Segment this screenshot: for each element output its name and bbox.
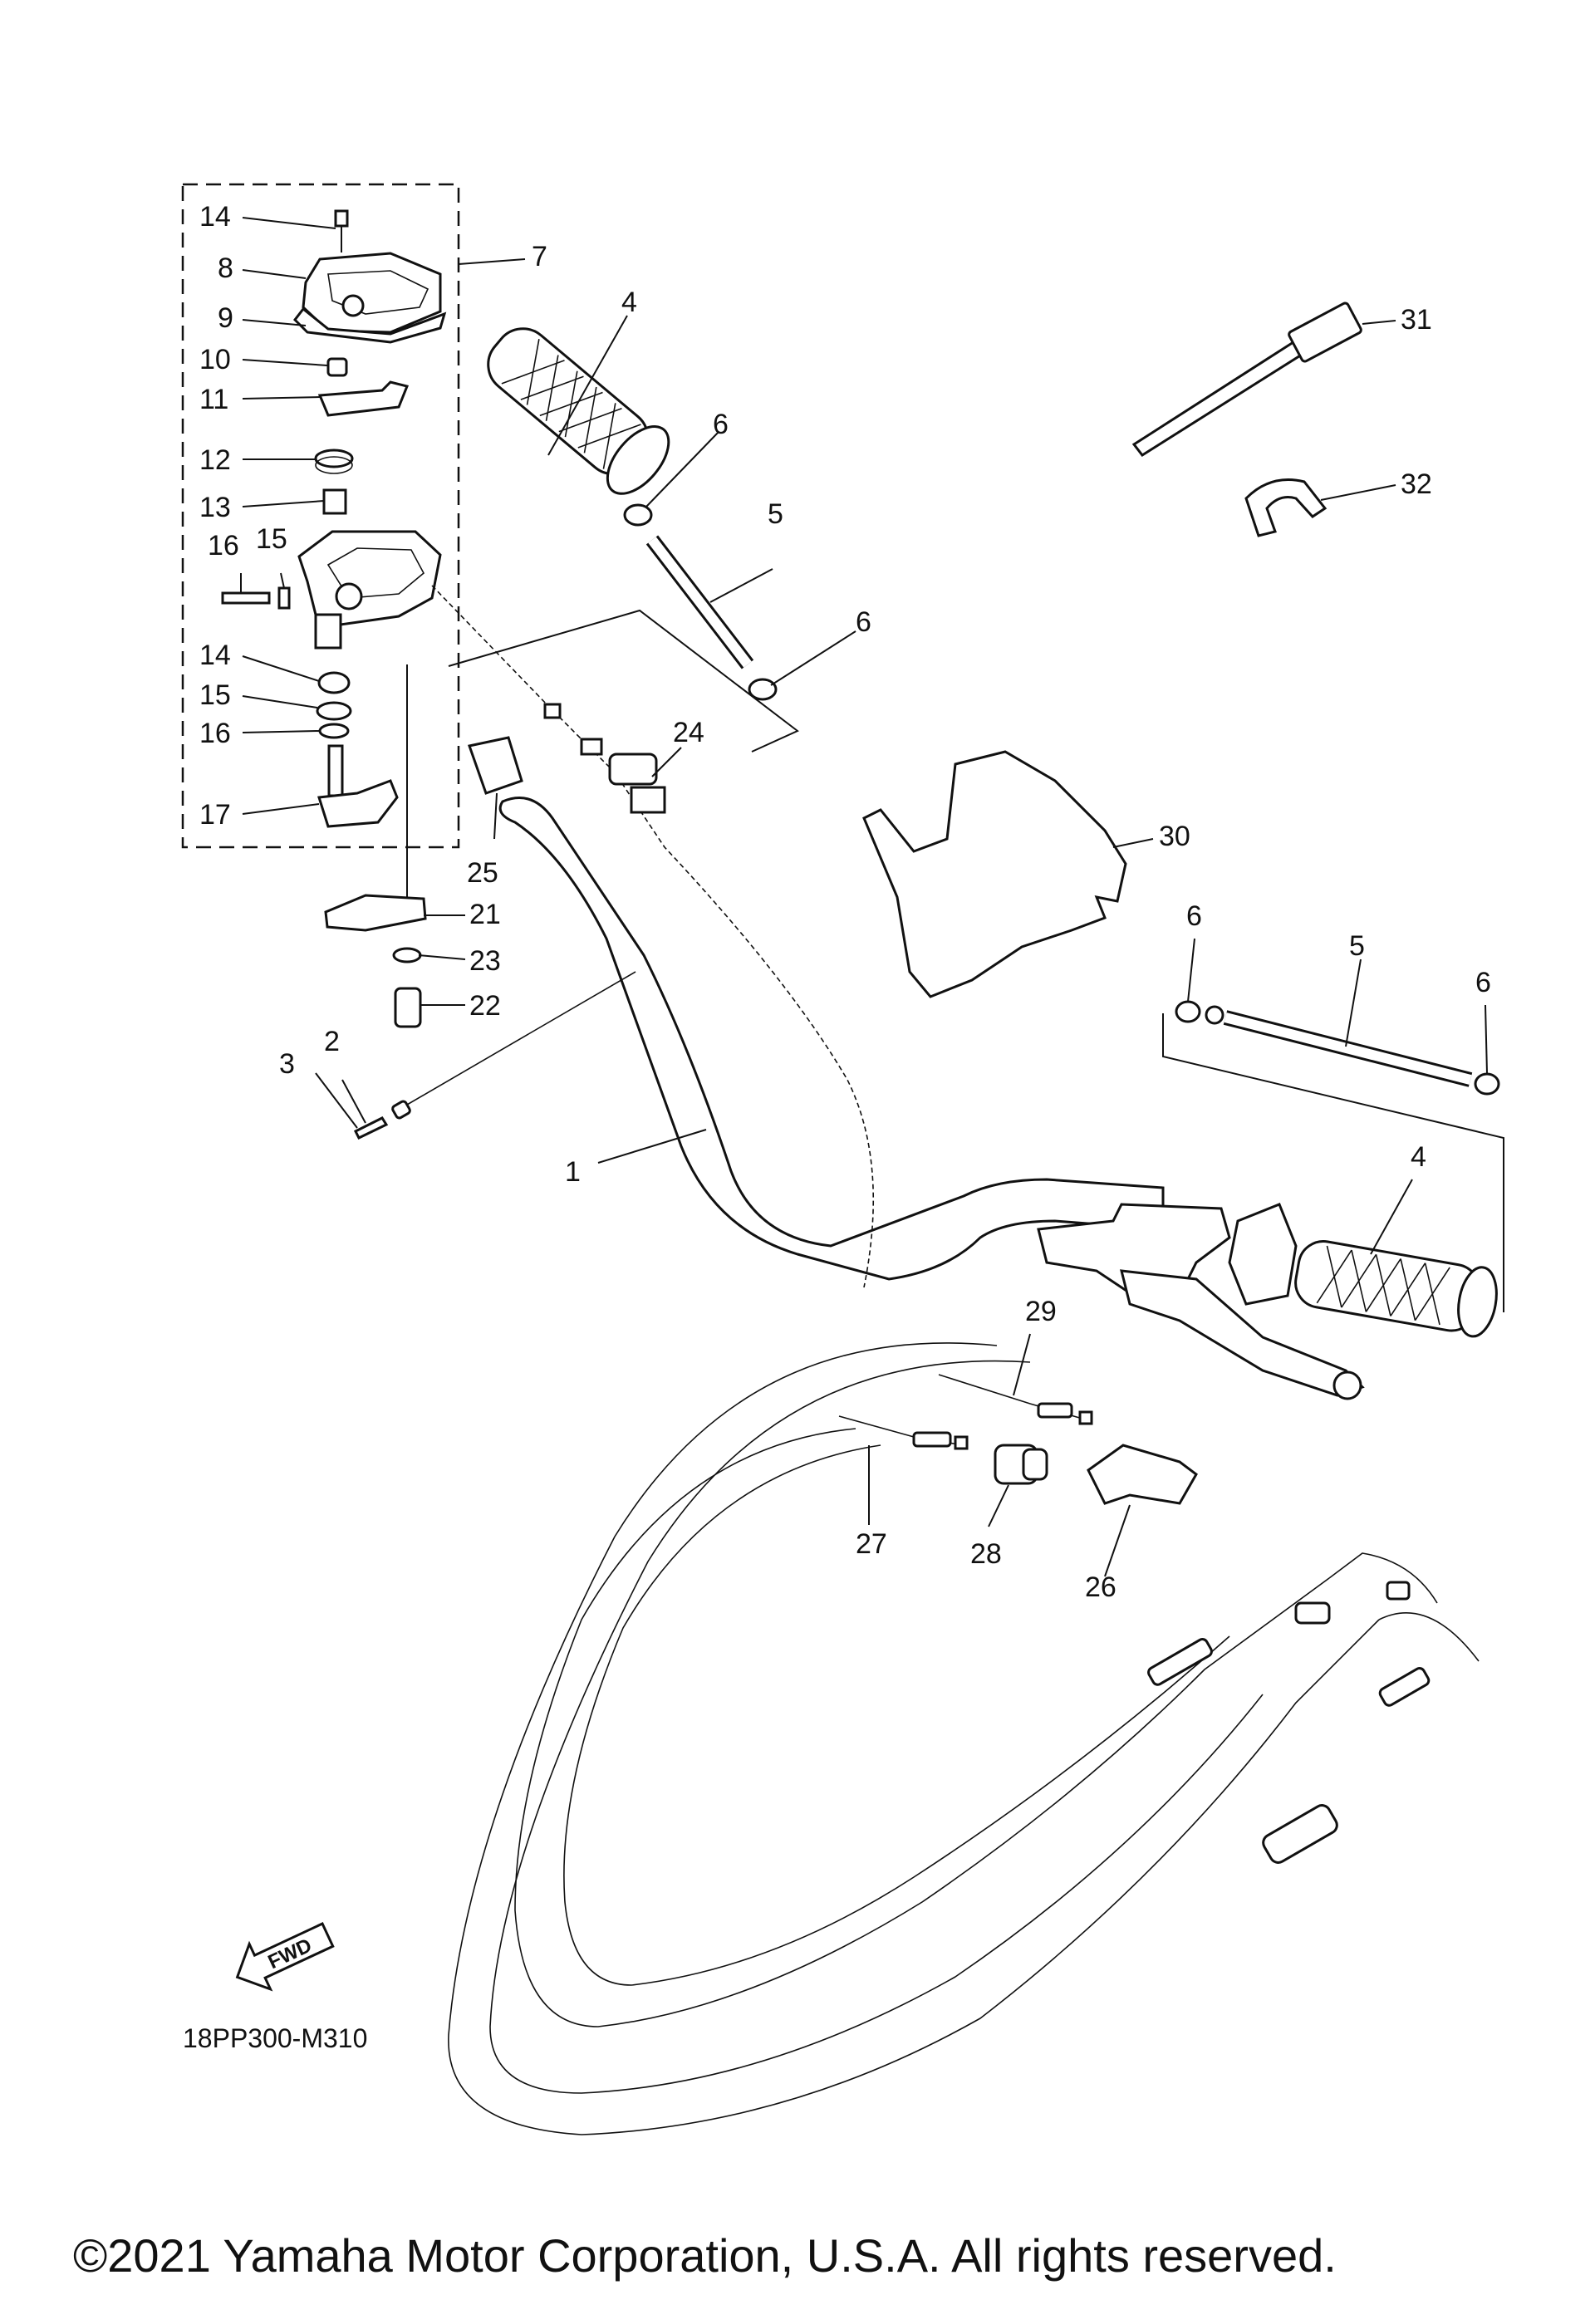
callout-14: 14 [199,640,231,671]
callout-24: 24 [673,717,704,748]
callout-31: 31 [1401,304,1432,336]
callout-6-a: 6 [713,409,729,440]
callout-17: 17 [199,799,231,831]
callout-30: 30 [1159,821,1190,852]
callout-6-c: 6 [1186,900,1202,932]
clip-32 [1244,478,1328,537]
fwd-arrow-icon: FWD [235,1922,335,1992]
callout-27: 27 [856,1528,887,1560]
callout-7: 7 [532,241,547,272]
callout-13: 13 [199,492,231,523]
leader-lines [240,217,1488,1577]
right-lever-assembly [1037,1203,1365,1400]
callout-4-right: 4 [1411,1141,1426,1173]
cable-tie-31 [1131,302,1362,457]
cover-30 [862,750,1127,998]
callout-1: 1 [565,1156,581,1188]
callout-labels: 14 8 9 10 11 12 13 16 15 14 15 16 17 7 4… [199,201,1491,1603]
cable-end-line [406,971,636,1106]
grip-4-right [1294,1240,1498,1338]
callout-15: 15 [199,679,231,711]
part-2 [391,1100,411,1120]
callout-20: 16 [208,530,239,561]
callout-19: 15 [256,523,287,555]
callout-22: 22 [469,990,501,1022]
small-cable-parts [838,1374,1198,1505]
callout-25: 25 [467,857,498,889]
callout-28: 28 [970,1538,1002,1570]
cable-24 [431,585,875,1288]
collar-25 [468,736,523,795]
callout-6-d: 6 [1475,967,1491,998]
callout-16: 16 [199,718,231,749]
callout-23: 23 [469,945,501,977]
handlebar-1 [498,797,1165,1281]
callout-3: 3 [279,1048,295,1080]
part-3 [353,1116,389,1140]
diagram-code: 18PP300-M310 [183,2023,367,2053]
callout-9: 9 [218,302,233,334]
clamp-parts [324,664,427,1028]
callout-4-top: 4 [621,287,637,318]
callout-5-right: 5 [1349,930,1365,962]
callout-11: 11 [199,384,228,415]
callout-8: 8 [218,253,233,284]
callout-10: 10 [199,344,231,375]
callout-21: 21 [469,899,501,930]
callout-29: 29 [1025,1296,1057,1327]
throttle-housing-parts [221,209,447,828]
callout-6-b: 6 [856,606,871,638]
callout-12: 12 [199,444,231,476]
callout-26: 26 [1085,1571,1116,1603]
callout-5-top: 5 [768,498,783,530]
callout-32: 32 [1401,468,1432,500]
callout-18: 14 [199,201,231,233]
copyright-notice: ©2021 Yamaha Motor Corporation, U.S.A. A… [73,2229,1337,2282]
assembly-box-7 [181,183,460,849]
control-cables [448,1342,1480,2135]
callout-2: 2 [324,1026,340,1057]
grip-4-top [487,327,670,495]
